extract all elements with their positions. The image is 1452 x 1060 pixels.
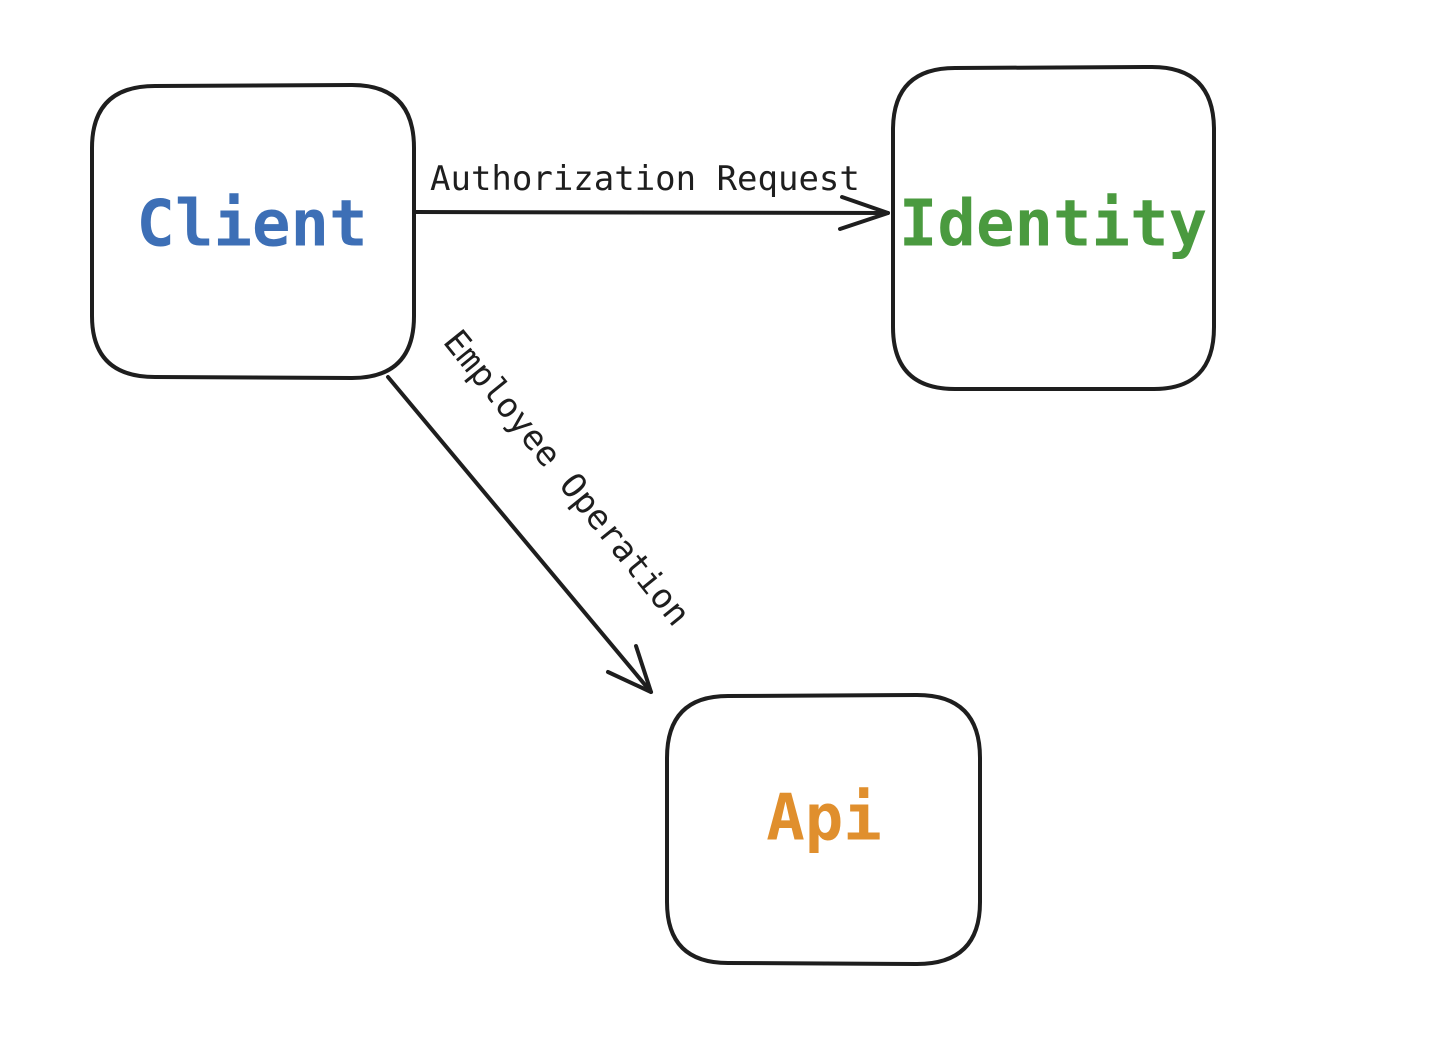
employee-operation-line: [386, 375, 653, 694]
identity-node[interactable]: Identity: [891, 64, 1216, 392]
authorization-request-label: Authorization Request: [430, 159, 860, 199]
employee-operation-arrowhead: [606, 644, 653, 694]
api-node[interactable]: Api: [665, 692, 982, 967]
api-box: [665, 692, 982, 967]
identity-box: [891, 64, 1216, 392]
api-label: Api: [766, 782, 882, 856]
edge-employee-operation[interactable]: Employee Operation: [386, 322, 698, 694]
authorization-request-arrowhead: [838, 195, 890, 231]
identity-label: Identity: [899, 188, 1207, 262]
client-box: [90, 82, 416, 381]
client-node[interactable]: Client: [90, 82, 416, 381]
edge-authorization-request[interactable]: Authorization Request: [414, 159, 890, 231]
authorization-request-line: [414, 210, 890, 215]
client-label: Client: [136, 188, 367, 262]
